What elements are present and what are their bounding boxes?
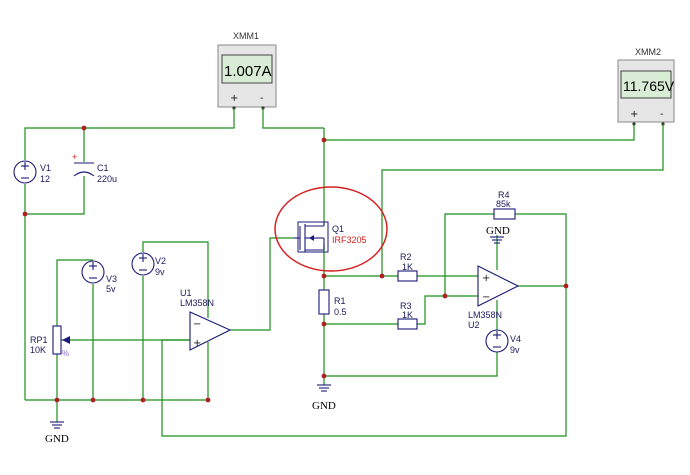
v4-value: 9v xyxy=(510,345,520,355)
xmm2-minus-label: - xyxy=(660,109,664,120)
u1-noninverting-label: + xyxy=(193,338,201,349)
wiper-arrow-icon xyxy=(62,336,70,344)
r1-resistor[interactable]: R1 0.5 xyxy=(318,289,347,317)
c1-plus: + xyxy=(72,152,77,162)
xmm1-name: XMM1 xyxy=(233,31,259,41)
q1-mosfet[interactable]: Q1 IRF3205 xyxy=(274,186,388,272)
xmm1-minus-label: - xyxy=(260,93,264,104)
v4-voltage-source[interactable]: V4 9v xyxy=(485,329,521,355)
c1-ref: C1 xyxy=(97,163,109,173)
xmm2-reading: 11.765V xyxy=(623,78,675,94)
v1-ref: V1 xyxy=(40,163,51,173)
xmm1-reading: 1.007A xyxy=(224,63,272,80)
ground-symbol-center: GND xyxy=(312,384,336,412)
wires xyxy=(24,108,664,437)
r3-resistor[interactable]: R3 1K xyxy=(397,301,418,330)
u2-value: LM358N xyxy=(468,310,502,320)
c1-capacitor[interactable]: + C1 220u xyxy=(72,152,117,184)
r2-resistor[interactable]: R2 1K xyxy=(397,252,418,282)
ground-symbol-right: GND xyxy=(486,225,510,244)
u2-ref: U2 xyxy=(468,320,480,330)
rp1-ref: RP1 xyxy=(30,335,48,345)
r4-value: 85k xyxy=(496,199,511,209)
svg-text:%: % xyxy=(62,349,69,358)
xmm2-plus-label: + xyxy=(630,109,638,120)
rp1-value: 10K xyxy=(30,345,46,355)
r4-ref: R4 xyxy=(498,190,510,200)
rp1-potentiometer[interactable]: % RP1 10K xyxy=(30,325,70,358)
v1-value: 12 xyxy=(40,174,50,184)
r2-value: 1K xyxy=(402,262,413,272)
ground-symbol-left: GND xyxy=(45,421,69,445)
xmm1-display xyxy=(221,54,273,84)
multimeter-xmm2[interactable]: XMM2 11.765V + - xyxy=(617,47,675,126)
u1-ref: U1 xyxy=(180,288,192,298)
v3-value: 5v xyxy=(106,284,116,294)
r4-resistor[interactable]: R4 85k xyxy=(493,190,516,220)
q1-value: IRF3205 xyxy=(332,235,367,245)
c1-value: 220u xyxy=(97,174,117,184)
u2-noninverting-label: + xyxy=(482,273,490,284)
r2-ref: R2 xyxy=(400,252,412,262)
u1-opamp[interactable]: − + U1 LM358N xyxy=(180,288,232,351)
q1-highlight-ellipse xyxy=(274,186,388,272)
xmm1-plus-label: + xyxy=(230,93,238,104)
u1-value: LM358N xyxy=(180,298,214,308)
v2-ref: V2 xyxy=(155,256,166,266)
q1-ref: Q1 xyxy=(332,224,344,234)
v3-ref: V3 xyxy=(106,274,117,284)
u2-opamp[interactable]: + − LM358N U2 xyxy=(468,265,520,330)
gnd-label-left: GND xyxy=(45,433,69,445)
u2-inverting-label: − xyxy=(482,292,490,303)
v2-value: 9v xyxy=(155,267,165,277)
xmm2-name: XMM2 xyxy=(635,47,661,57)
r3-value: 1K xyxy=(402,310,413,320)
r1-ref: R1 xyxy=(334,296,346,306)
r1-value: 0.5 xyxy=(334,307,347,317)
xmm2-display xyxy=(620,70,672,99)
u1-inverting-label: − xyxy=(193,319,201,330)
v4-ref: V4 xyxy=(510,334,521,344)
gnd-label-right: GND xyxy=(486,225,510,237)
junction-dots xyxy=(22,125,569,403)
v2-voltage-source[interactable]: V2 9v xyxy=(131,252,166,277)
v3-voltage-source[interactable]: V3 5v xyxy=(81,260,117,294)
v1-voltage-source[interactable]: V1 12 xyxy=(13,160,51,184)
r3-ref: R3 xyxy=(400,301,412,311)
multimeter-xmm1[interactable]: XMM1 1.007A + - xyxy=(217,31,277,110)
gnd-label-center: GND xyxy=(312,400,336,412)
